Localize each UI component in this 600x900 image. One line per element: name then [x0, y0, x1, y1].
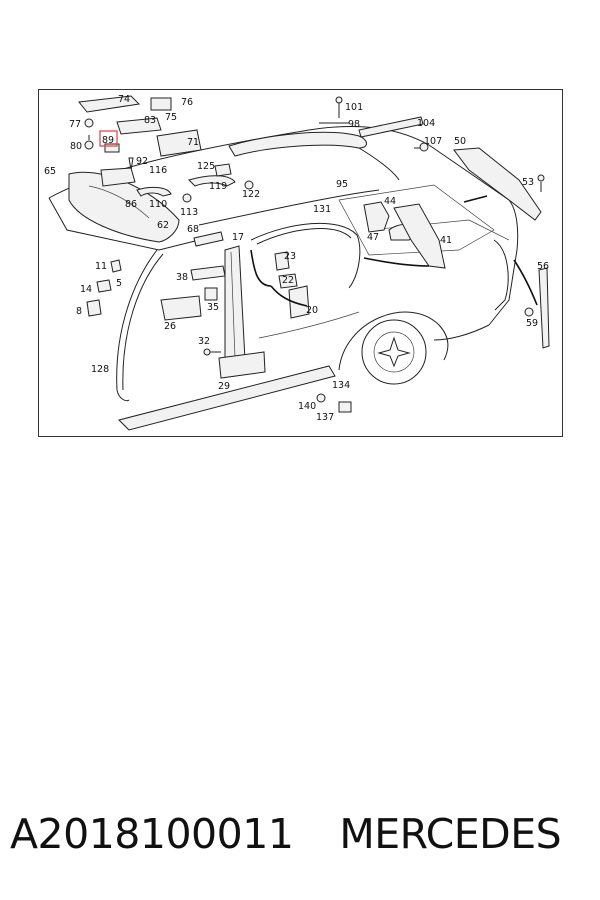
part-label: 14 — [80, 284, 92, 295]
part-label: 5 — [116, 278, 122, 289]
part-label: 134 — [332, 380, 350, 391]
part-label: 95 — [336, 179, 348, 190]
pillar-parts — [86, 201, 550, 431]
vehicle-body-outline — [48, 126, 519, 385]
part-label: 22 — [282, 275, 294, 286]
part-label: 98 — [348, 119, 360, 130]
part-label: 68 — [187, 224, 199, 235]
callout-arrows — [250, 195, 538, 307]
part-label: 32 — [198, 336, 210, 347]
part-label: 128 — [91, 364, 109, 375]
part-label: 104 — [417, 118, 435, 129]
highlight-box-89 — [99, 130, 118, 147]
parts-diagram-frame: 74 76 83 75 77 89 80 92 71 101 98 104 10… — [38, 89, 563, 437]
part-label: 62 — [157, 220, 169, 231]
part-label: 119 — [209, 181, 227, 192]
part-label: 35 — [207, 302, 219, 313]
part-label: 83 — [144, 115, 156, 126]
part-label: 47 — [367, 232, 379, 243]
part-label: 26 — [164, 321, 176, 332]
part-caption: A2018100011 MERCEDES — [10, 806, 590, 862]
part-labels: 74 76 83 75 77 89 80 92 71 101 98 104 10… — [44, 94, 549, 423]
parts-diagram: 74 76 83 75 77 89 80 92 71 101 98 104 10… — [44, 94, 550, 431]
brand-name: MERCEDES — [339, 810, 562, 858]
part-label: 44 — [384, 196, 396, 207]
part-label: 41 — [440, 235, 452, 246]
part-label: 59 — [526, 318, 538, 329]
part-label: 17 — [232, 232, 244, 243]
part-label: 113 — [180, 207, 198, 218]
part-label: 74 — [118, 94, 130, 105]
part-label: 75 — [165, 112, 177, 123]
part-label: 76 — [181, 97, 193, 108]
part-label: 38 — [176, 272, 188, 283]
part-label: 92 — [136, 156, 148, 167]
part-label: 20 — [306, 305, 318, 316]
part-label: 125 — [197, 161, 215, 172]
part-label: 80 — [70, 141, 82, 152]
part-label: 77 — [69, 119, 81, 130]
part-label: 8 — [76, 306, 82, 317]
part-label: 140 — [298, 401, 316, 412]
part-label: 101 — [345, 102, 363, 113]
part-label: 86 — [125, 199, 137, 210]
headliner-parts — [68, 95, 545, 247]
part-label: 29 — [218, 381, 230, 392]
part-number: A2018100011 — [10, 810, 294, 858]
part-label: 110 — [149, 199, 167, 210]
part-label: 50 — [454, 136, 466, 147]
part-label: 65 — [44, 166, 56, 177]
part-label: 116 — [149, 165, 167, 176]
part-label: 53 — [522, 177, 534, 188]
part-label: 11 — [95, 261, 107, 272]
part-label: 56 — [537, 261, 549, 272]
part-label: 71 — [187, 137, 199, 148]
part-label: 131 — [313, 204, 331, 215]
part-label: 23 — [284, 251, 296, 262]
part-label: 107 — [424, 136, 442, 147]
part-label: 137 — [316, 412, 334, 423]
part-label-highlighted: 89 — [102, 135, 114, 146]
part-label: 122 — [242, 189, 260, 200]
